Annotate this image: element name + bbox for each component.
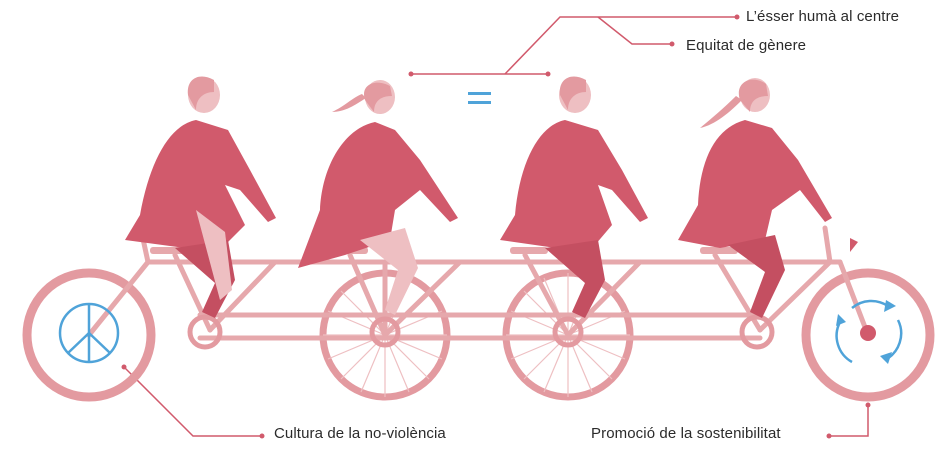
callout-dots: [121, 14, 871, 439]
callout-lines: [123, 16, 869, 437]
label-sustainability: Promoció de la sostenibilitat: [591, 425, 781, 442]
callout-dot: [865, 402, 871, 408]
callout-dot: [259, 433, 265, 439]
callout-dot: [826, 433, 832, 439]
callout-line-gender: [597, 16, 672, 45]
callout-line-sust: [829, 405, 869, 437]
rear-wheel: [801, 268, 935, 402]
callout-dot: [121, 364, 127, 370]
callout-dot: [669, 41, 675, 47]
peace-sign-icon: [58, 302, 120, 364]
callout-dot: [408, 71, 414, 77]
equals-sign-icon: [468, 92, 491, 105]
chainrings: [187, 314, 775, 350]
rear-hub: [860, 325, 876, 341]
wheels: [22, 268, 935, 402]
rider-1: [125, 76, 276, 318]
rider-4: [678, 78, 832, 318]
label-non-violence: Cultura de la no-violència: [274, 425, 446, 442]
label-gender-equity: Equitat de gènere: [686, 37, 807, 54]
seats: [150, 247, 738, 254]
callout-dot: [734, 14, 740, 20]
callout-line-human-connector: [504, 16, 737, 75]
label-human-centre: L’ésser humà al centre: [746, 8, 900, 25]
callout-dot: [545, 71, 551, 77]
rear-handle: [850, 238, 858, 252]
callout-line-peace: [123, 366, 262, 437]
recycle-arrowheads: [836, 300, 896, 364]
rider-2: [298, 80, 458, 315]
front-wheel: [22, 268, 156, 402]
rider-3: [500, 76, 648, 318]
